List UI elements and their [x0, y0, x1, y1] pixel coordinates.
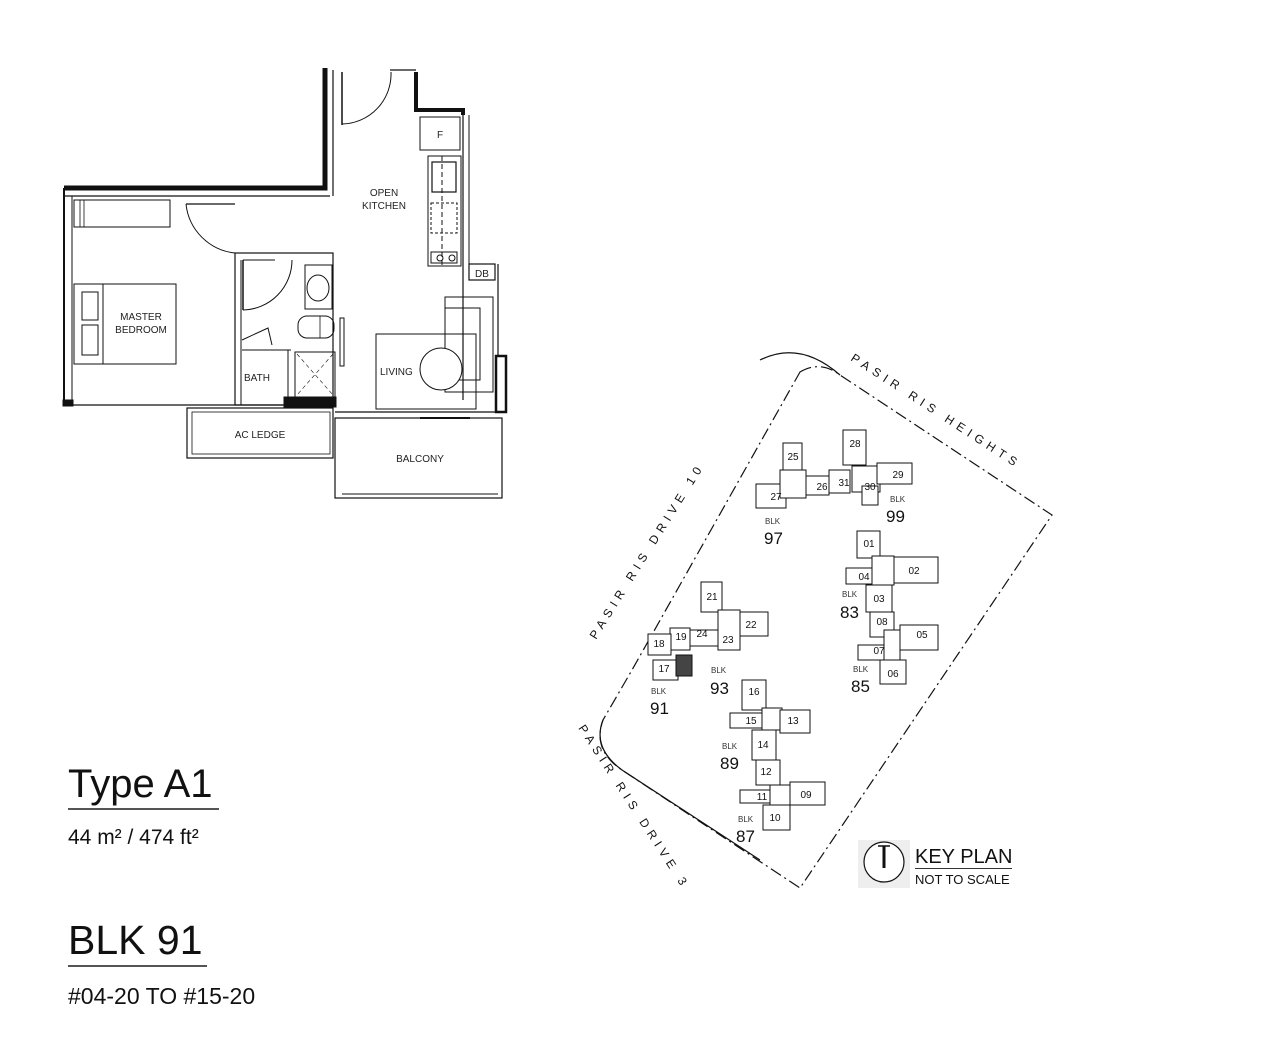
sink: [431, 161, 457, 193]
label-bath: BATH: [244, 373, 270, 384]
svg-text:28: 28: [849, 439, 861, 450]
svg-text:15: 15: [745, 716, 757, 727]
label-kitchen: KITCHEN: [362, 201, 406, 212]
toilet: [297, 315, 335, 339]
svg-text:30: 30: [864, 482, 876, 493]
svg-text:24: 24: [696, 629, 708, 640]
label-fridge: F: [437, 130, 443, 141]
unit-range: #04-20 TO #15-20: [68, 983, 256, 1009]
svg-text:14: 14: [757, 740, 769, 751]
svg-text:16: 16: [748, 687, 760, 698]
highlighted-unit: [675, 654, 693, 677]
shower: [294, 351, 336, 398]
cooktop-dashed: [430, 202, 458, 234]
label-open: OPEN: [370, 188, 398, 199]
svg-text:85: 85: [851, 677, 870, 696]
svg-text:BLK: BLK: [890, 495, 906, 504]
label-master: MASTER: [120, 312, 162, 323]
building-footprints: [647, 429, 939, 831]
svg-text:10: 10: [769, 813, 781, 824]
svg-text:29: 29: [892, 470, 904, 481]
hob: [430, 251, 458, 264]
balcony: [334, 417, 503, 499]
svg-text:97: 97: [764, 529, 783, 548]
svg-text:03: 03: [873, 594, 885, 605]
living-rug: [375, 333, 477, 410]
unit-area: 44 m² / 474 ft²: [68, 826, 199, 849]
svg-text:89: 89: [720, 754, 739, 773]
svg-text:BLK: BLK: [651, 687, 667, 696]
kitchen-counter: [427, 155, 462, 267]
svg-text:08: 08: [876, 617, 888, 628]
svg-text:04: 04: [858, 572, 870, 583]
fridge: [419, 116, 461, 151]
room-labels: OPEN KITCHEN MASTER BEDROOM BATH LIVING …: [115, 130, 489, 465]
bedroom-door-swing: [185, 203, 236, 254]
label-bedroom: BEDROOM: [115, 325, 167, 336]
bed: [73, 283, 177, 365]
north-arrow-icon: [858, 840, 910, 888]
wardrobe: [73, 199, 171, 228]
svg-text:05: 05: [916, 630, 928, 641]
unit-numbers: 25 26 27 28 29 30 31 01 02 03 04 05 06 0…: [653, 439, 928, 824]
wall-north-bedroom: [64, 68, 328, 191]
svg-text:25: 25: [787, 452, 799, 463]
svg-text:99: 99: [886, 507, 905, 526]
label-balcony: BALCONY: [396, 454, 444, 465]
svg-text:09: 09: [800, 790, 812, 801]
svg-text:22: 22: [745, 620, 757, 631]
basin: [304, 264, 333, 310]
svg-text:BLK: BLK: [765, 517, 781, 526]
label-ac-ledge: AC LEDGE: [235, 430, 286, 441]
key-plan-title: KEY PLAN: [915, 846, 1013, 869]
svg-text:31: 31: [838, 478, 850, 489]
ac-ledge: [186, 407, 334, 459]
site-boundary: [599, 366, 1053, 889]
key-plan-subtitle: NOT TO SCALE: [915, 872, 1010, 887]
svg-text:93: 93: [710, 679, 729, 698]
svg-text:02: 02: [908, 566, 920, 577]
svg-text:21: 21: [706, 592, 718, 603]
svg-text:BLK: BLK: [722, 742, 738, 751]
wall-kitchen-step: [414, 72, 465, 115]
road-pasir-ris-drive-3: PASIR RIS DRIVE 3: [575, 722, 692, 892]
road-pasir-ris-heights: PASIR RIS HEIGHTS: [848, 351, 1023, 472]
block-labels: BLK 97 BLK 99 BLK 83 BLK 85 BLK 91 BLK 9…: [650, 495, 906, 846]
svg-text:06: 06: [887, 669, 899, 680]
svg-text:01: 01: [863, 539, 875, 550]
svg-text:27: 27: [770, 492, 782, 503]
svg-text:BLK: BLK: [842, 590, 858, 599]
svg-text:91: 91: [650, 699, 669, 718]
svg-text:83: 83: [840, 603, 859, 622]
svg-text:13: 13: [787, 716, 799, 727]
svg-text:26: 26: [816, 482, 828, 493]
label-living: LIVING: [380, 367, 413, 378]
svg-text:07: 07: [873, 646, 885, 657]
svg-text:BLK: BLK: [853, 665, 869, 674]
svg-text:11: 11: [757, 792, 768, 803]
road-pasir-ris-drive-10: PASIR RIS DRIVE 10: [587, 460, 708, 641]
svg-text:BLK: BLK: [738, 815, 754, 824]
floor-plan: [62, 68, 508, 499]
svg-text:23: 23: [722, 635, 734, 646]
svg-text:12: 12: [760, 767, 772, 778]
svg-text:BLK: BLK: [711, 666, 727, 675]
bath-door-swing: [242, 259, 293, 311]
coffee-table: [419, 347, 463, 391]
svg-text:17: 17: [658, 664, 670, 675]
svg-text:87: 87: [736, 827, 755, 846]
svg-text:19: 19: [675, 632, 687, 643]
block-title: BLK 91: [68, 915, 207, 967]
svg-text:18: 18: [653, 639, 665, 650]
entrance-door-swing: [341, 71, 392, 125]
label-db: DB: [475, 269, 489, 280]
key-plan: PASIR RIS DRIVE 10 PASIR RIS HEIGHTS PAS…: [575, 351, 1053, 892]
unit-type-title: Type A1: [68, 760, 219, 810]
